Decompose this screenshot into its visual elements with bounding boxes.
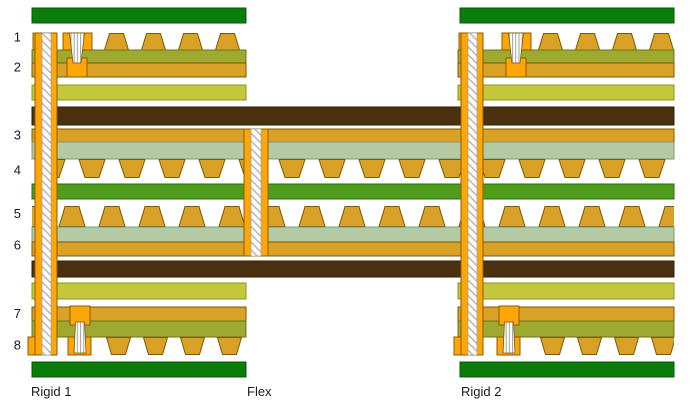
prepreg-bottom-right xyxy=(457,320,675,338)
flex-buried-via-hole-hatch xyxy=(250,128,262,257)
layer2-copper-plane-left xyxy=(31,62,247,78)
microvia-topright-hole xyxy=(508,32,524,64)
prepreg-top-right xyxy=(457,49,675,64)
core-lower-right xyxy=(457,282,675,300)
layer8-trace-strip-left xyxy=(100,337,246,355)
layer-number-6: 6 xyxy=(14,238,21,253)
layer5-trace-strip xyxy=(32,206,674,227)
through-via-right-hole-hatch xyxy=(467,32,478,356)
flex-dielectric-lower xyxy=(31,226,675,243)
through-via-left-hole-hatch xyxy=(41,32,52,356)
core-upper-right xyxy=(457,84,675,101)
core-upper-left xyxy=(31,84,247,101)
layer6-copper-plane xyxy=(31,241,675,257)
layer-number-5: 5 xyxy=(14,206,21,221)
layer-number-1: 1 xyxy=(14,30,21,45)
layer1-trace-strip-right xyxy=(532,33,674,50)
prepreg-top-left xyxy=(31,49,247,64)
layer7-copper-plane-right xyxy=(457,306,675,322)
microvia-bottomright-hole xyxy=(502,321,516,354)
flex-core xyxy=(31,183,675,200)
solder-mask-bottom-left xyxy=(31,361,247,378)
solder-mask-top-left xyxy=(31,7,247,24)
microvia-topleft-hole xyxy=(69,32,85,64)
layer-number-8: 8 xyxy=(14,338,21,353)
solder-mask-top-right xyxy=(459,7,675,24)
prepreg-bottom-left xyxy=(31,320,247,338)
coverlay-bottom xyxy=(31,260,675,278)
layer8-trace-strip-right xyxy=(534,337,674,355)
layer-number-7: 7 xyxy=(14,306,21,321)
section-label-rigid1: Rigid 1 xyxy=(31,384,71,399)
section-label-rigid2: Rigid 2 xyxy=(461,384,501,399)
flex-dielectric-upper xyxy=(31,141,675,160)
core-lower-left xyxy=(31,282,247,300)
layer4-trace-strip xyxy=(32,159,674,178)
section-label-flex: Flex xyxy=(247,384,272,399)
coverlay-top xyxy=(31,106,675,126)
layer-number-2: 2 xyxy=(14,60,21,75)
layer2-copper-plane-right xyxy=(457,62,675,78)
layer-number-4: 4 xyxy=(14,163,21,178)
layer7-copper-plane-left xyxy=(31,306,247,322)
microvia-bottomleft-hole xyxy=(73,321,87,354)
layer3-copper-plane xyxy=(31,128,675,143)
solder-mask-bottom-right xyxy=(459,361,675,378)
layer-number-3: 3 xyxy=(14,128,21,143)
layer1-trace-strip-left xyxy=(98,33,246,50)
